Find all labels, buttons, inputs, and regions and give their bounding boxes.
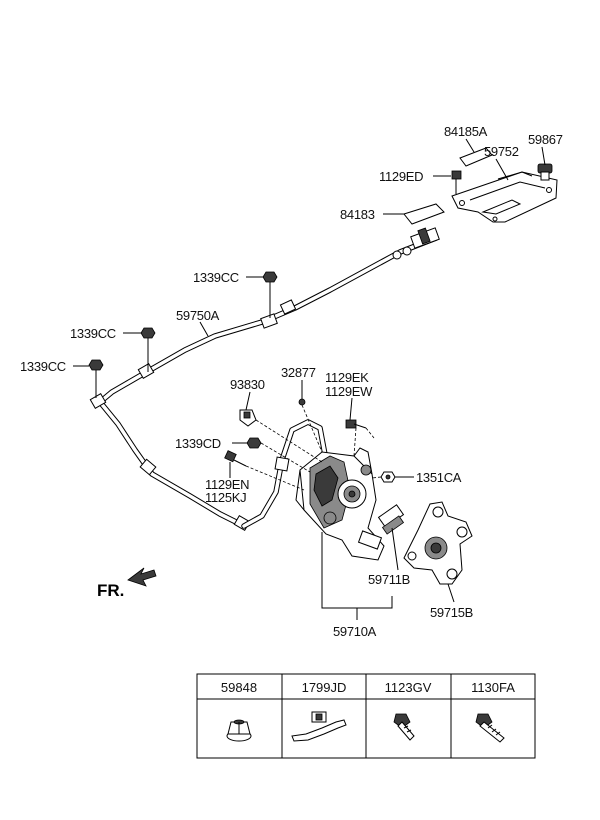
front-direction-label: FR.: [97, 581, 124, 600]
parts-table: 59848 1799JD 1123GV 1130FA: [196, 673, 536, 759]
callout-59715B: 59715B: [430, 605, 473, 620]
clip-93830: [239, 409, 257, 427]
callout-59710A: 59710A: [333, 624, 377, 639]
callout-84185A: 84185A: [444, 124, 488, 139]
bolt-1129EN: [224, 450, 247, 467]
callout-1129EW: 1129EW: [325, 384, 373, 399]
brake-pad-59711B: [377, 504, 405, 535]
nut-1339CC-c: [88, 359, 104, 398]
callout-1339CD: 1339CD: [175, 436, 221, 451]
bolt-1129ED: [451, 170, 462, 194]
nut-1339CC-a: [262, 271, 278, 318]
callout-93830: 93830: [230, 377, 265, 392]
table-header-2: 1799JD: [302, 680, 347, 695]
flange-bolt-long-icon: [475, 713, 505, 743]
caliper-assembly-59710A: [295, 447, 385, 561]
bracket-59715B: [403, 501, 473, 585]
table-header-3: 1123GV: [385, 680, 432, 695]
callout-1339CC-a: 1339CC: [193, 270, 239, 285]
bolt-59867: [537, 163, 553, 181]
callout-84183: 84183: [340, 207, 375, 222]
flange-nut-icon: [226, 719, 252, 742]
flange-bolt-icon: [393, 713, 415, 741]
nut-1351CA: [380, 471, 396, 483]
callout-1125KJ: 1125KJ: [205, 490, 246, 505]
callout-1339CC-b: 1339CC: [70, 326, 116, 341]
callout-32877: 32877: [281, 365, 316, 380]
nut-1339CD: [246, 437, 262, 449]
callout-59750A: 59750A: [176, 308, 220, 323]
cable-tie-icon: [291, 711, 347, 742]
callout-1351CA: 1351CA: [416, 470, 462, 485]
label-pad-84183: [403, 203, 445, 225]
caliper-cable: [241, 419, 329, 529]
front-direction-arrow-icon: [127, 567, 157, 587]
table-header-1: 59848: [221, 680, 257, 695]
bolt-1129EK: [345, 419, 367, 429]
callout-1129EN: 1129EN: [205, 477, 249, 492]
bracket-plate-59752: [451, 171, 558, 223]
callout-1129ED: 1129ED: [379, 169, 423, 184]
nut-1339CC-b: [140, 327, 156, 372]
callout-1339CC-c: 1339CC: [20, 359, 66, 374]
table-header-4: 1130FA: [471, 680, 515, 695]
callout-59752: 59752: [484, 144, 519, 159]
callout-1129EK: 1129EK: [325, 370, 369, 385]
callout-59711B: 59711B: [368, 572, 410, 587]
screw-32877: [298, 398, 306, 406]
brake-cable-59750A: [89, 227, 440, 532]
label-pad-84185A: [459, 147, 493, 167]
callout-59867: 59867: [528, 132, 563, 147]
